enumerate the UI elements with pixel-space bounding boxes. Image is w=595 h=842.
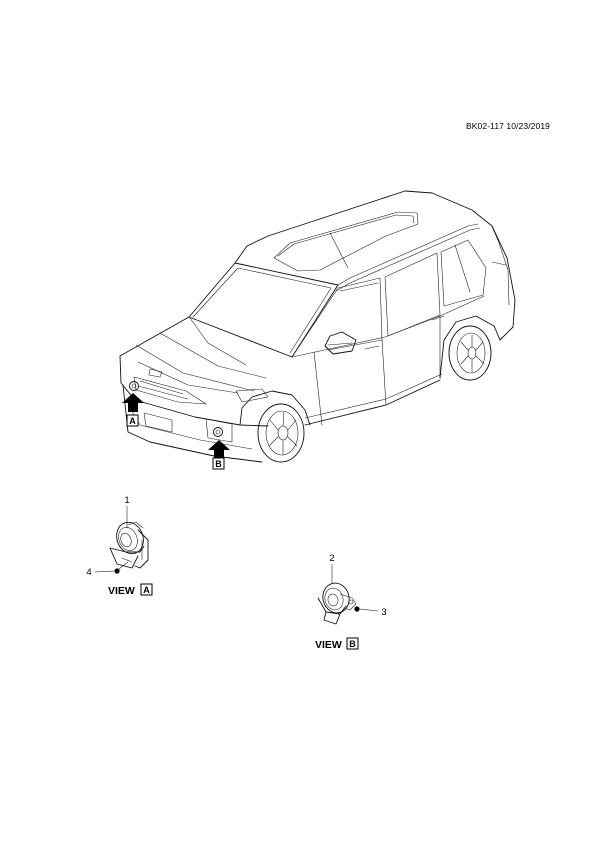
reference-code: BK02-117 10/23/2019	[466, 121, 550, 131]
vehicle-illustration	[119, 190, 516, 463]
horn-1-illustration	[109, 521, 149, 569]
bolt-4-illustration	[114, 561, 129, 574]
callout-4: 4	[86, 567, 91, 578]
horn-location-b	[213, 427, 223, 437]
view-b-detail: 2 3 VIEW B	[315, 553, 387, 651]
location-arrow-a: A	[122, 393, 144, 427]
callout-1: 1	[124, 495, 129, 506]
view-a-detail: 1 4 VIEW A	[86, 495, 153, 597]
callout-2: 2	[329, 553, 334, 564]
view-a-letter-box	[140, 583, 153, 596]
arrow-letter-b: B	[215, 459, 222, 469]
view-a-title: VIEW	[108, 585, 135, 597]
view-b-letter-box	[346, 637, 359, 650]
nut-3-illustration	[354, 606, 360, 612]
horn-2-illustration	[317, 582, 357, 625]
horn-location-a	[129, 381, 139, 391]
view-a-letter: A	[143, 585, 150, 595]
location-arrow-b: B	[208, 440, 230, 470]
arrow-letter-a: A	[129, 416, 136, 426]
view-b-letter: B	[349, 639, 356, 649]
view-b-title: VIEW	[315, 639, 342, 651]
callout-3: 3	[381, 607, 386, 618]
